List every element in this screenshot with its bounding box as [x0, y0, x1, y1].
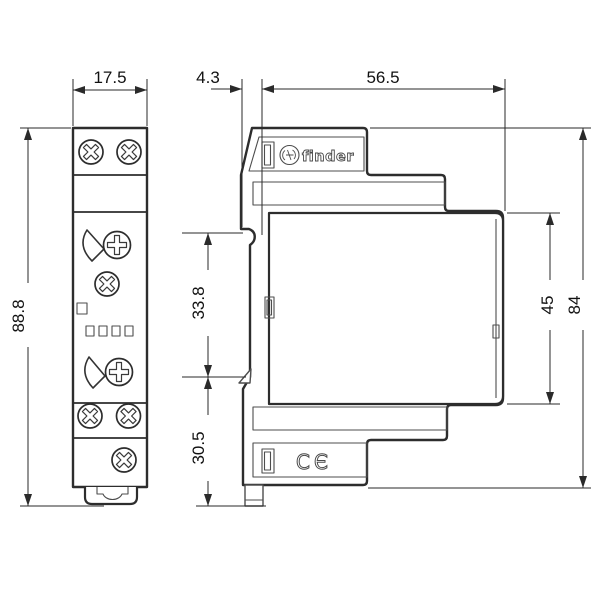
knob-pointer-icon — [84, 356, 106, 389]
terminal-screw-icon — [115, 403, 142, 429]
svg-text:56.5: 56.5 — [366, 68, 399, 87]
brand-emblem-icon — [279, 144, 300, 166]
svg-text:45: 45 — [538, 296, 557, 315]
terminal-screw-icon — [111, 447, 137, 473]
din-spring-clip — [238, 368, 252, 384]
dim-module-height: 84 — [368, 127, 591, 489]
svg-text:84: 84 — [565, 296, 584, 315]
bottom-label-band — [252, 442, 368, 478]
knob-pointer-icon — [82, 229, 105, 262]
dim-depth: 56.5 — [262, 68, 506, 211]
terminal-slot — [261, 448, 275, 474]
dip-switch — [98, 325, 108, 337]
svg-text:33.8: 33.8 — [189, 286, 208, 319]
dimension-annotations: 17.5 88.8 4.3 56.5 — [9, 68, 591, 507]
dim-front-width: 17.5 — [72, 68, 148, 126]
side-view: finder CЄ — [238, 126, 505, 507]
front-case-outline — [71, 126, 149, 489]
dim-rail-lower: 30.5 — [189, 377, 266, 507]
adjustment-knob-icon — [104, 357, 134, 387]
terminal-screw-icon — [77, 403, 103, 429]
lower-deck-strip — [252, 406, 448, 431]
din-clip-tab — [83, 487, 139, 506]
svg-text:4.3: 4.3 — [196, 68, 220, 87]
main-body — [267, 211, 505, 406]
svg-text:17.5: 17.5 — [93, 68, 126, 87]
upper-deck-strip — [252, 181, 446, 206]
brand-wordmark: finder — [302, 149, 354, 165]
side-latch — [264, 296, 275, 319]
adjustment-knob-icon — [102, 230, 132, 260]
selector-screw-icon — [94, 271, 120, 297]
terminal-screw-icon — [116, 139, 142, 165]
brand-emblem-detail — [282, 149, 296, 161]
din-clip-notch — [96, 487, 129, 501]
dip-switch — [124, 325, 134, 337]
terminal-screw-icon — [78, 139, 104, 165]
dim-front-height: 88.8 — [9, 127, 104, 507]
din-clip-foot — [244, 484, 264, 507]
side-latch-inner — [266, 299, 273, 316]
dim-rail-offset: 4.3 — [196, 68, 263, 235]
dip-switch-row — [85, 325, 134, 337]
terminal-slot-inner — [263, 451, 272, 471]
front-latch — [492, 324, 500, 339]
terminal-slot-inner — [263, 144, 272, 166]
front-view — [71, 126, 149, 506]
svg-text:30.5: 30.5 — [189, 431, 208, 464]
dim-body-height: 45 — [507, 212, 560, 405]
dip-switch — [111, 325, 121, 337]
svg-text:88.8: 88.8 — [9, 299, 28, 332]
ce-mark: CЄ — [296, 450, 332, 474]
top-label-band — [248, 136, 365, 172]
led-indicator — [76, 302, 88, 315]
dip-switch — [85, 325, 95, 337]
brand-logo: finder — [279, 144, 354, 166]
dim-rail-upper: 33.8 — [182, 232, 246, 378]
